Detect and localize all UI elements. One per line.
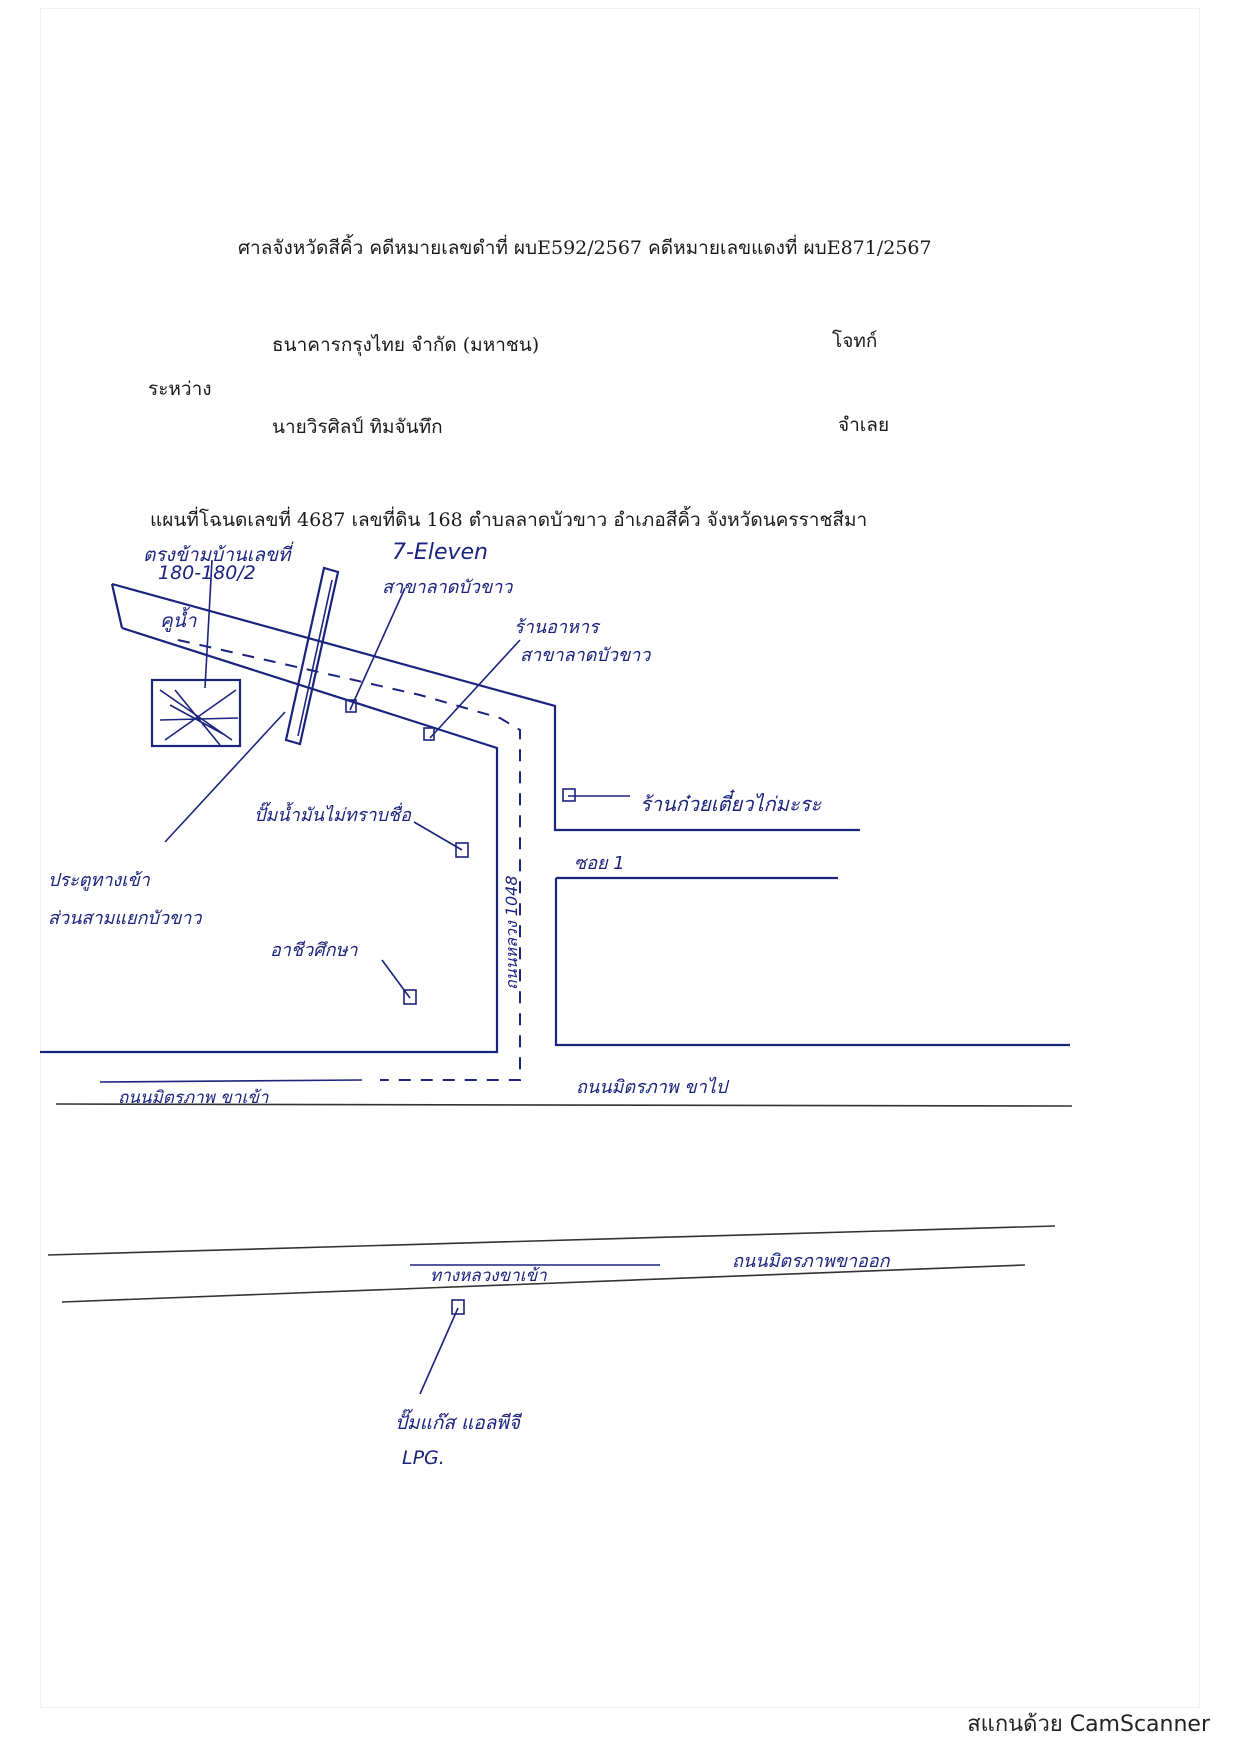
highway-line-2 [47, 1225, 1056, 1256]
highway-line-1 [55, 1103, 1073, 1107]
label-7eleven-branch: สาขาลาดบัวขาว [382, 577, 513, 598]
label-lpg: LPG. [402, 1447, 445, 1469]
defendant-name: นายวิรศิลป์ ทิมจันทึก [272, 416, 443, 438]
canal-line [297, 579, 333, 737]
soi-road-side [554, 878, 1070, 1047]
label-shop-branch: สาขาลาดบัวขาว [520, 645, 651, 666]
court-case-line: ศาลจังหวัดสีคิ้ว คดีหมายเลขดำที่ ผบE592/… [238, 237, 932, 259]
label-soi: ซอย 1 [574, 853, 625, 874]
map-title: แผนที่โฉนดเลขที่ 4687 เลขที่ดิน 168 ตำบล… [150, 509, 868, 531]
document-page [40, 8, 1200, 1708]
land-plot [150, 678, 242, 748]
label-shop: ร้านอาหาร [514, 617, 599, 638]
road-edge-upper [111, 582, 860, 832]
label-gate-2: ส่วนสามแยกบัวขาว [48, 908, 202, 929]
label-road-out: ถนนมิตรภาพ ขาไป [576, 1077, 728, 1098]
scanner-watermark: สแกนด้วย CamScanner [967, 1712, 1210, 1737]
marker-lpg [451, 1299, 465, 1315]
label-7eleven: 7-Eleven [392, 540, 488, 565]
label-canal: คูน้ำ [160, 610, 197, 632]
road-edge-lower [40, 626, 499, 1054]
arrow-lpg [419, 1307, 459, 1395]
label-lpg-station: ปั๊มแก๊ส แอลพีจี [395, 1412, 520, 1434]
label-road-1048: ถนนหลวง 1048 [502, 875, 521, 990]
canal-bridge [284, 566, 340, 746]
label-gate: ประตูทางเข้า [48, 870, 150, 891]
road-centre-dashed [177, 639, 521, 1081]
defendant-role: จำเลย [838, 414, 890, 436]
arrow-gas [413, 821, 463, 851]
marker-temple [403, 989, 417, 1005]
marker-7eleven [345, 699, 357, 713]
label-house-range: 180-180/2 [158, 562, 256, 584]
label-house-number: ตรงข้ามบ้านเลขที่ [143, 544, 291, 566]
marker-gas [455, 842, 469, 858]
plaintiff-name: ธนาคารกรุงไทย จำกัด (มหาชน) [272, 334, 540, 356]
label-road-in: ถนนมิตรภาพ ขาเข้า [118, 1088, 269, 1108]
plaintiff-role: โจทก์ [832, 330, 878, 352]
label-noodle-shop: ร้านก๋วยเตี๋ยวไก่มะระ [640, 792, 822, 816]
arrow-gate [164, 711, 286, 843]
marker-noodle [562, 788, 576, 802]
label-temple: อาชีวศึกษา [270, 940, 358, 961]
land-plot-hatch [159, 689, 239, 746]
arrow-house [204, 559, 213, 689]
arrow-shop [429, 639, 521, 739]
highway-line-3 [61, 1264, 1026, 1303]
marker-shop [423, 727, 435, 741]
between-label: ระหว่าง [148, 378, 212, 400]
road-end-cap [110, 583, 124, 629]
label-road-bottom-in: ทางหลวงขาเข้า [430, 1266, 547, 1286]
label-gas-station: ปั๊มน้ำมันไม่ทราบชื่อ [254, 805, 411, 826]
arrow-temple [381, 959, 411, 999]
arrow-7eleven [349, 587, 406, 711]
label-road-bottom-out: ถนนมิตรภาพขาออก [732, 1251, 890, 1272]
arrow-road-in [99, 1079, 363, 1083]
